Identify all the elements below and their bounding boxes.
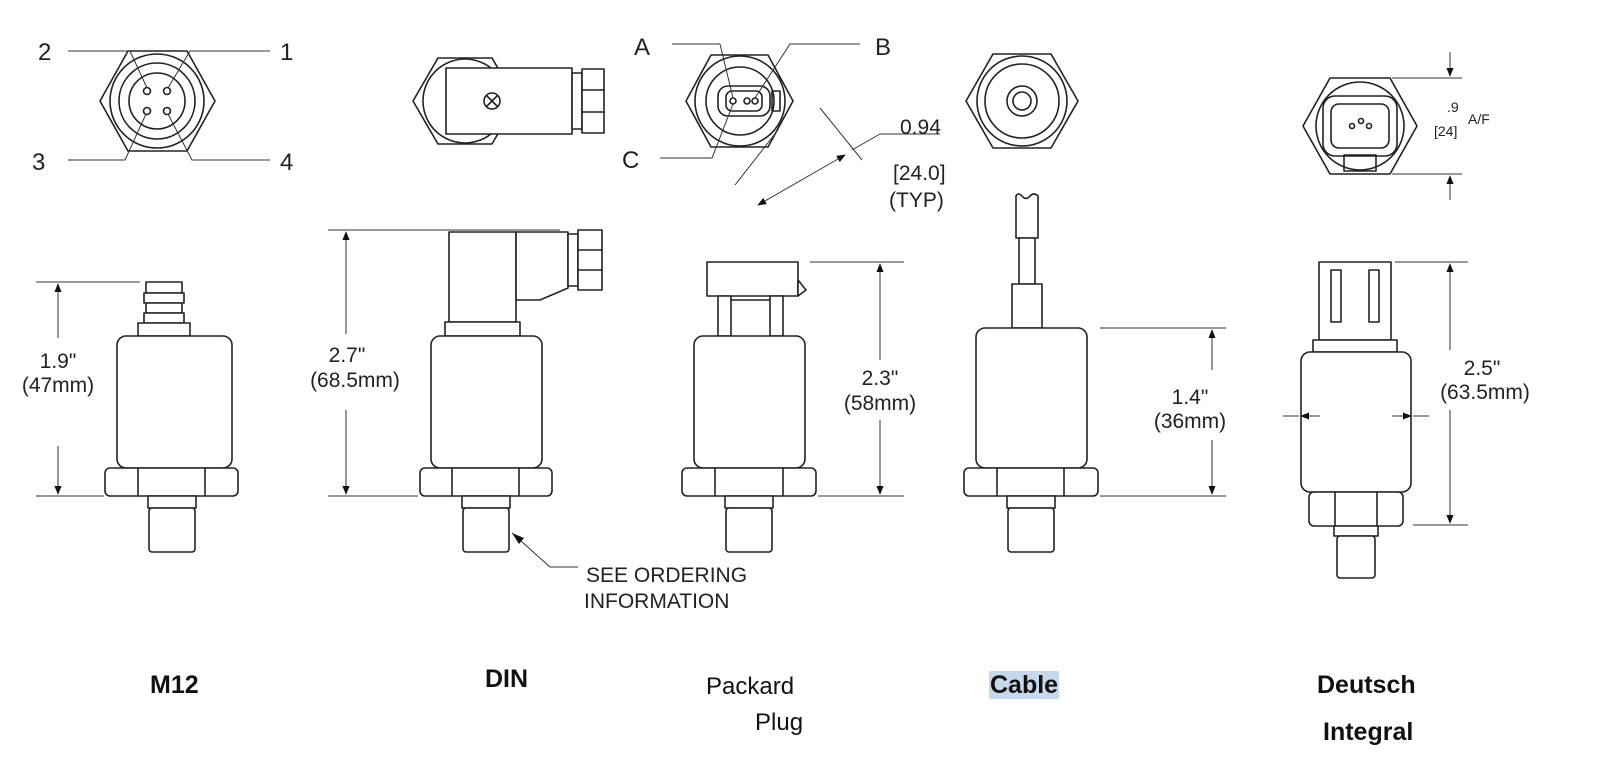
m12-pin-3-label: 3 (32, 149, 45, 176)
caption-m12: M12 (150, 671, 199, 699)
ordering-note-line-1: SEE ORDERING (586, 564, 747, 587)
packard-pin-b-label: B (875, 34, 891, 61)
packard-top-view: A B C 0.94 [24.0] (TYP) (622, 34, 946, 212)
packard-height-mm: (58mm) (844, 392, 916, 415)
m12-top-view: 2 1 3 4 (32, 39, 293, 176)
caption-din: DIN (485, 665, 529, 693)
din-height-inch: 2.7" (329, 344, 366, 367)
m12-pin-1-label: 1 (280, 39, 293, 66)
m12-pin-2-label: 2 (38, 39, 51, 66)
hex-dimension-value: 0.94 (900, 116, 941, 139)
ordering-note-line-2: INFORMATION (584, 590, 729, 613)
din-height-mm: (68.5mm) (310, 369, 400, 392)
deutsch-hex-mm: [24] (1434, 123, 1457, 139)
packard-pin-c-label: C (622, 147, 639, 174)
cable-height-mm: (36mm) (1154, 410, 1226, 433)
cable-height-inch: 1.4" (1172, 386, 1209, 409)
caption-packard-line-2: Plug (755, 709, 804, 736)
m12-height-mm: (47mm) (22, 374, 94, 397)
packard-height-inch: 2.3" (862, 367, 899, 390)
hex-dimension-metric: [24.0] (893, 162, 946, 185)
deutsch-hex-inch: .9 (1447, 99, 1459, 115)
packard-pin-a-label: A (634, 34, 650, 61)
deutsch-height-inch: 2.5" (1464, 357, 1501, 380)
cable-top-view (965, 53, 1079, 149)
deutsch-side-view: 2.5" (63.5mm) (1283, 261, 1530, 579)
caption-deutsch-line-1: Deutsch (1317, 671, 1416, 699)
caption-deutsch-line-2: Integral (1323, 718, 1414, 746)
caption-packard-line-1: Packard (706, 673, 795, 700)
deutsch-top-view: .9 [24] A/F (1302, 52, 1490, 200)
m12-height-inch: 1.9" (40, 350, 77, 373)
m12-side-view: 1.9" (47mm) (22, 281, 239, 553)
cable-side-view: 1.4" (36mm) (963, 193, 1226, 553)
hex-dimension-note: (TYP) (889, 189, 944, 212)
caption-cable: Cable (989, 671, 1060, 699)
packard-side-view: 2.3" (58mm) (681, 261, 916, 553)
din-top-view (412, 57, 605, 145)
deutsch-hex-suffix: A/F (1468, 111, 1490, 127)
m12-pin-4-label: 4 (280, 149, 293, 176)
din-side-view: 2.7" (68.5mm) SEE ORDERING INFORMATION (310, 229, 747, 613)
deutsch-height-mm: (63.5mm) (1440, 381, 1530, 404)
